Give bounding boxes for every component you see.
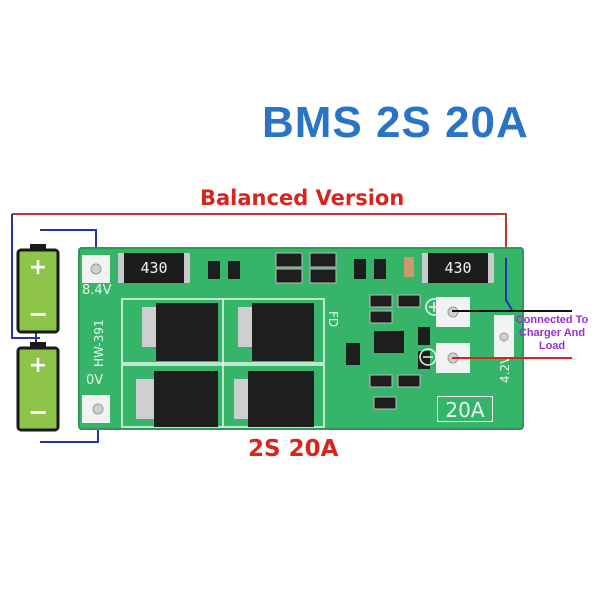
- balance-wire: [12, 213, 507, 258]
- label-8v4: 8.4V: [82, 283, 112, 298]
- resistor-430-left: 430: [118, 253, 190, 283]
- callout-line-3: Load: [538, 340, 566, 352]
- mosfet-2: [238, 303, 314, 361]
- battery-top-positive: +: [29, 255, 47, 280]
- page-title: BMS 2S 20A: [262, 98, 529, 147]
- board-caption: 2S 20A: [248, 436, 339, 462]
- battery-bottom-positive: +: [29, 353, 47, 378]
- balanced-version-label: Balanced Version: [200, 186, 405, 210]
- bms-board: 430 430 8.4V 0V HW-391 4.2V FD 20A: [78, 247, 524, 430]
- label-20a: 20A: [437, 396, 493, 422]
- resistor-430-right: 430: [422, 253, 494, 283]
- balance-wire-right-end: [505, 258, 513, 311]
- mosfet-3: [136, 371, 218, 427]
- battery-bottom: + −: [16, 342, 60, 432]
- charger-load-callout: Connected To Charger And Load: [504, 314, 600, 353]
- battery-top: + −: [16, 244, 60, 334]
- mosfet-4: [234, 371, 314, 427]
- mosfet-1: [142, 303, 218, 361]
- outer-wire-blue: [11, 214, 40, 339]
- callout-line-1: Connected To: [515, 314, 589, 326]
- battery-bottom-negative: −: [28, 398, 48, 426]
- battery-top-negative: −: [28, 300, 48, 328]
- label-0v: 0V: [86, 373, 104, 388]
- callout-line-2: Charger And: [518, 327, 586, 339]
